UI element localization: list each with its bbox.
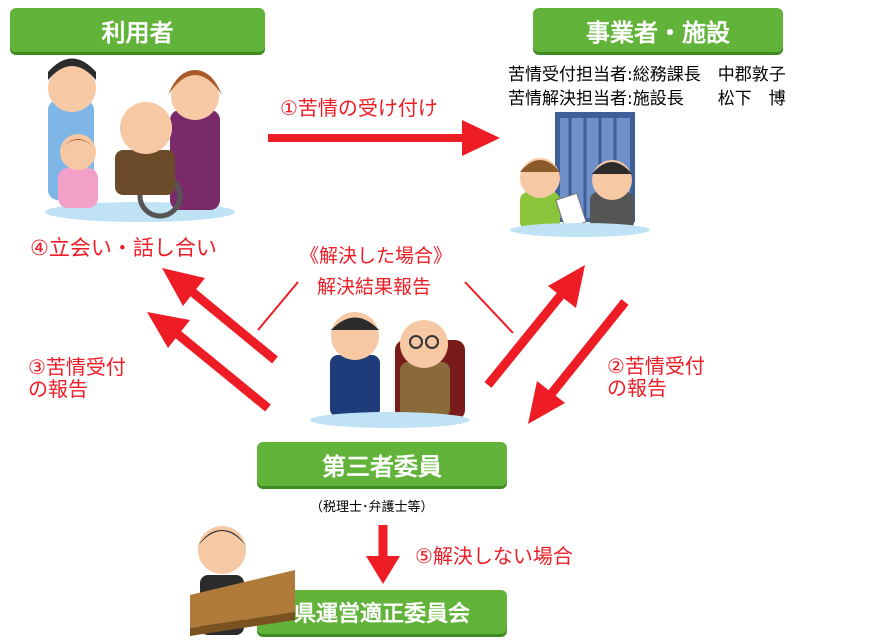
complaint-receiver-text: 苦情受付担当者:総務課長 中郡敦子 [508,65,786,85]
step3-label: ③苦情受付 の報告 [28,355,126,401]
third-party-note: （税理士･弁護士等） [310,500,434,515]
prefecture-box: 県運営適正委員会 [257,590,507,634]
users-box: 利用者 [10,8,265,52]
committee-illustration [310,312,470,428]
arrow-report-to-third-party [528,299,629,424]
complaint-resolver-text: 苦情解決担当者:施設長 松下 博 [508,89,786,109]
arrow-complaint-received [268,120,500,156]
step2-label: ②苦情受付 の報告 [607,354,705,400]
arrow-unresolved [366,525,400,584]
resolved-case-label: 《解決した場合》 [300,245,453,267]
resolved-line-left [257,281,299,331]
arrow-report-to-users-lower [147,312,271,412]
family-illustration [45,58,235,222]
step4-label: ④立会い・話し合い [30,236,217,260]
arrow-report-to-users-upper [162,268,278,364]
users-label: 利用者 [101,18,174,47]
third-party-box: 第三者委員 [257,442,507,486]
business-label: 事業者・施設 [586,18,730,47]
business-box: 事業者・施設 [533,8,783,52]
resolved-report-label: 解決結果報告 [317,276,432,298]
step1-label: ①苦情の受け付け [280,96,438,120]
prefecture-label: 県運営適正委員会 [293,602,470,627]
arrow-report-to-business [484,265,585,388]
business-illustration [510,112,650,237]
step5-label: ⑤解決しない場合 [415,544,573,568]
prefecture-illustration [190,526,295,636]
third-party-label: 第三者委員 [322,452,442,481]
resolved-line-right [464,281,514,334]
